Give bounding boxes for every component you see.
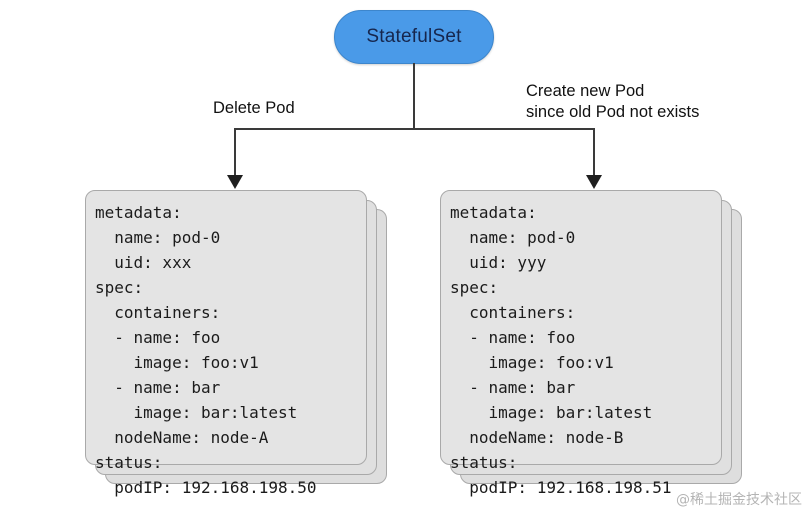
arrow-down-icon-left [227, 175, 243, 189]
edge-label-create-new-pod: Create new Pod since old Pod not exists [526, 82, 700, 121]
arrow-down-icon-right [586, 175, 602, 189]
statefulset-node[interactable]: StatefulSet [334, 10, 494, 64]
edge-label-delete-pod: Delete Pod [213, 99, 295, 117]
connector-drop-left [234, 128, 236, 176]
statefulset-node-label: StatefulSet [366, 26, 462, 47]
pod-card-stack-old[interactable]: metadata: name: pod-0 uid: xxx spec: con… [85, 190, 387, 497]
pod-yaml-new: metadata: name: pod-0 uid: yyy spec: con… [450, 203, 672, 497]
pod-card-front-new[interactable]: metadata: name: pod-0 uid: yyy spec: con… [440, 190, 722, 497]
pod-card-stack-new[interactable]: metadata: name: pod-0 uid: yyy spec: con… [440, 190, 742, 497]
pod-card-front-old[interactable]: metadata: name: pod-0 uid: xxx spec: con… [85, 190, 367, 497]
connector-stem [413, 63, 415, 129]
watermark: @稀土掘金技术社区 [676, 492, 802, 508]
connector-drop-right [593, 128, 595, 176]
connector-horizontal-bar [234, 128, 595, 130]
pod-yaml-old: metadata: name: pod-0 uid: xxx spec: con… [95, 203, 317, 497]
